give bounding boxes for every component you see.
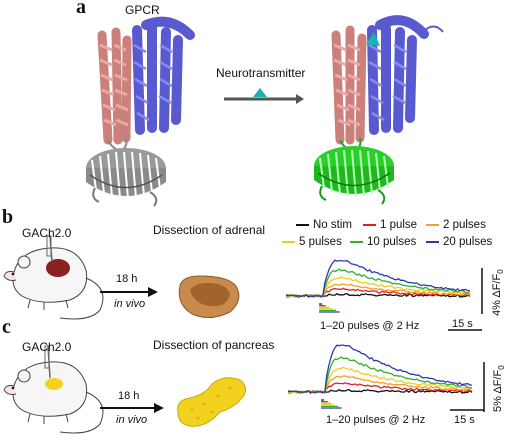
time-scale-c: 15 s bbox=[454, 414, 475, 426]
sensor-label-b: GACh2.0 bbox=[22, 226, 72, 240]
legend-item: 10 pulses bbox=[350, 236, 416, 248]
dissection-label-c: Dissection of pancreas bbox=[153, 338, 275, 352]
trace-10-pulses bbox=[286, 268, 471, 298]
time-label-b: 18 h bbox=[116, 273, 138, 285]
legend-swatch bbox=[350, 241, 363, 243]
panel-a-letter: a bbox=[76, 0, 86, 18]
panel-c-letter: c bbox=[2, 316, 11, 338]
sensor-label-c: GACh2.0 bbox=[22, 340, 72, 354]
pulse-label-b: 1–20 pulses @ 2 Hz bbox=[320, 320, 420, 332]
traces-adrenal bbox=[285, 259, 471, 313]
neurotransmitter-arrow bbox=[224, 88, 304, 104]
panel-b-letter: b bbox=[2, 206, 14, 228]
mouse-adrenal-illustration bbox=[3, 235, 104, 320]
df-scale-b: 4% ΔF/F0 bbox=[491, 269, 506, 316]
adrenal-gland-illustration bbox=[178, 275, 240, 318]
arrow-c bbox=[100, 403, 164, 413]
legend-item: 1 pulse bbox=[363, 219, 417, 231]
ligand-triangle-icon bbox=[253, 88, 267, 97]
legend-item: 20 pulses bbox=[426, 236, 492, 248]
pancreas-illustration bbox=[177, 377, 246, 427]
arrow-b bbox=[100, 287, 158, 297]
trace-10-pulses bbox=[288, 356, 473, 394]
df-scale-c: 5% ΔF/F0 bbox=[492, 365, 507, 412]
time-scale-b: 15 s bbox=[452, 318, 473, 330]
trace-20-pulses bbox=[285, 259, 470, 298]
mouse-pancreas-illustration bbox=[3, 345, 104, 434]
trace-20-pulses bbox=[287, 344, 472, 394]
mode-label-c: in vivo bbox=[116, 414, 148, 426]
gpcr-structure-active bbox=[314, 15, 444, 205]
scale-bar-c bbox=[450, 362, 485, 412]
legend-swatch bbox=[282, 241, 295, 243]
legend-swatch bbox=[296, 224, 309, 226]
gpcr-label: GPCR bbox=[125, 3, 160, 17]
gfp-barrel-grey bbox=[86, 148, 166, 207]
legend-item: 5 pulses bbox=[282, 236, 342, 248]
bound-ligand-icon bbox=[366, 32, 380, 46]
scale-bar-b bbox=[448, 268, 483, 331]
legend-swatch bbox=[363, 224, 376, 226]
legend-item: No stim bbox=[296, 219, 352, 231]
legend-swatch bbox=[426, 241, 439, 243]
gpcr-structure-inactive bbox=[86, 16, 195, 207]
pulse-label-c: 1–20 pulses @ 2 Hz bbox=[326, 414, 426, 426]
time-label-c: 18 h bbox=[118, 390, 140, 402]
dissection-label-b: Dissection of adrenal bbox=[153, 223, 266, 237]
traces-pancreas bbox=[287, 344, 473, 409]
neurotransmitter-label: Neurotransmitter bbox=[216, 66, 306, 80]
mode-label-b: in vivo bbox=[114, 298, 146, 310]
legend-item: 2 pulses bbox=[426, 219, 486, 231]
gfp-barrel-green bbox=[314, 146, 394, 205]
legend-swatch bbox=[426, 224, 439, 226]
